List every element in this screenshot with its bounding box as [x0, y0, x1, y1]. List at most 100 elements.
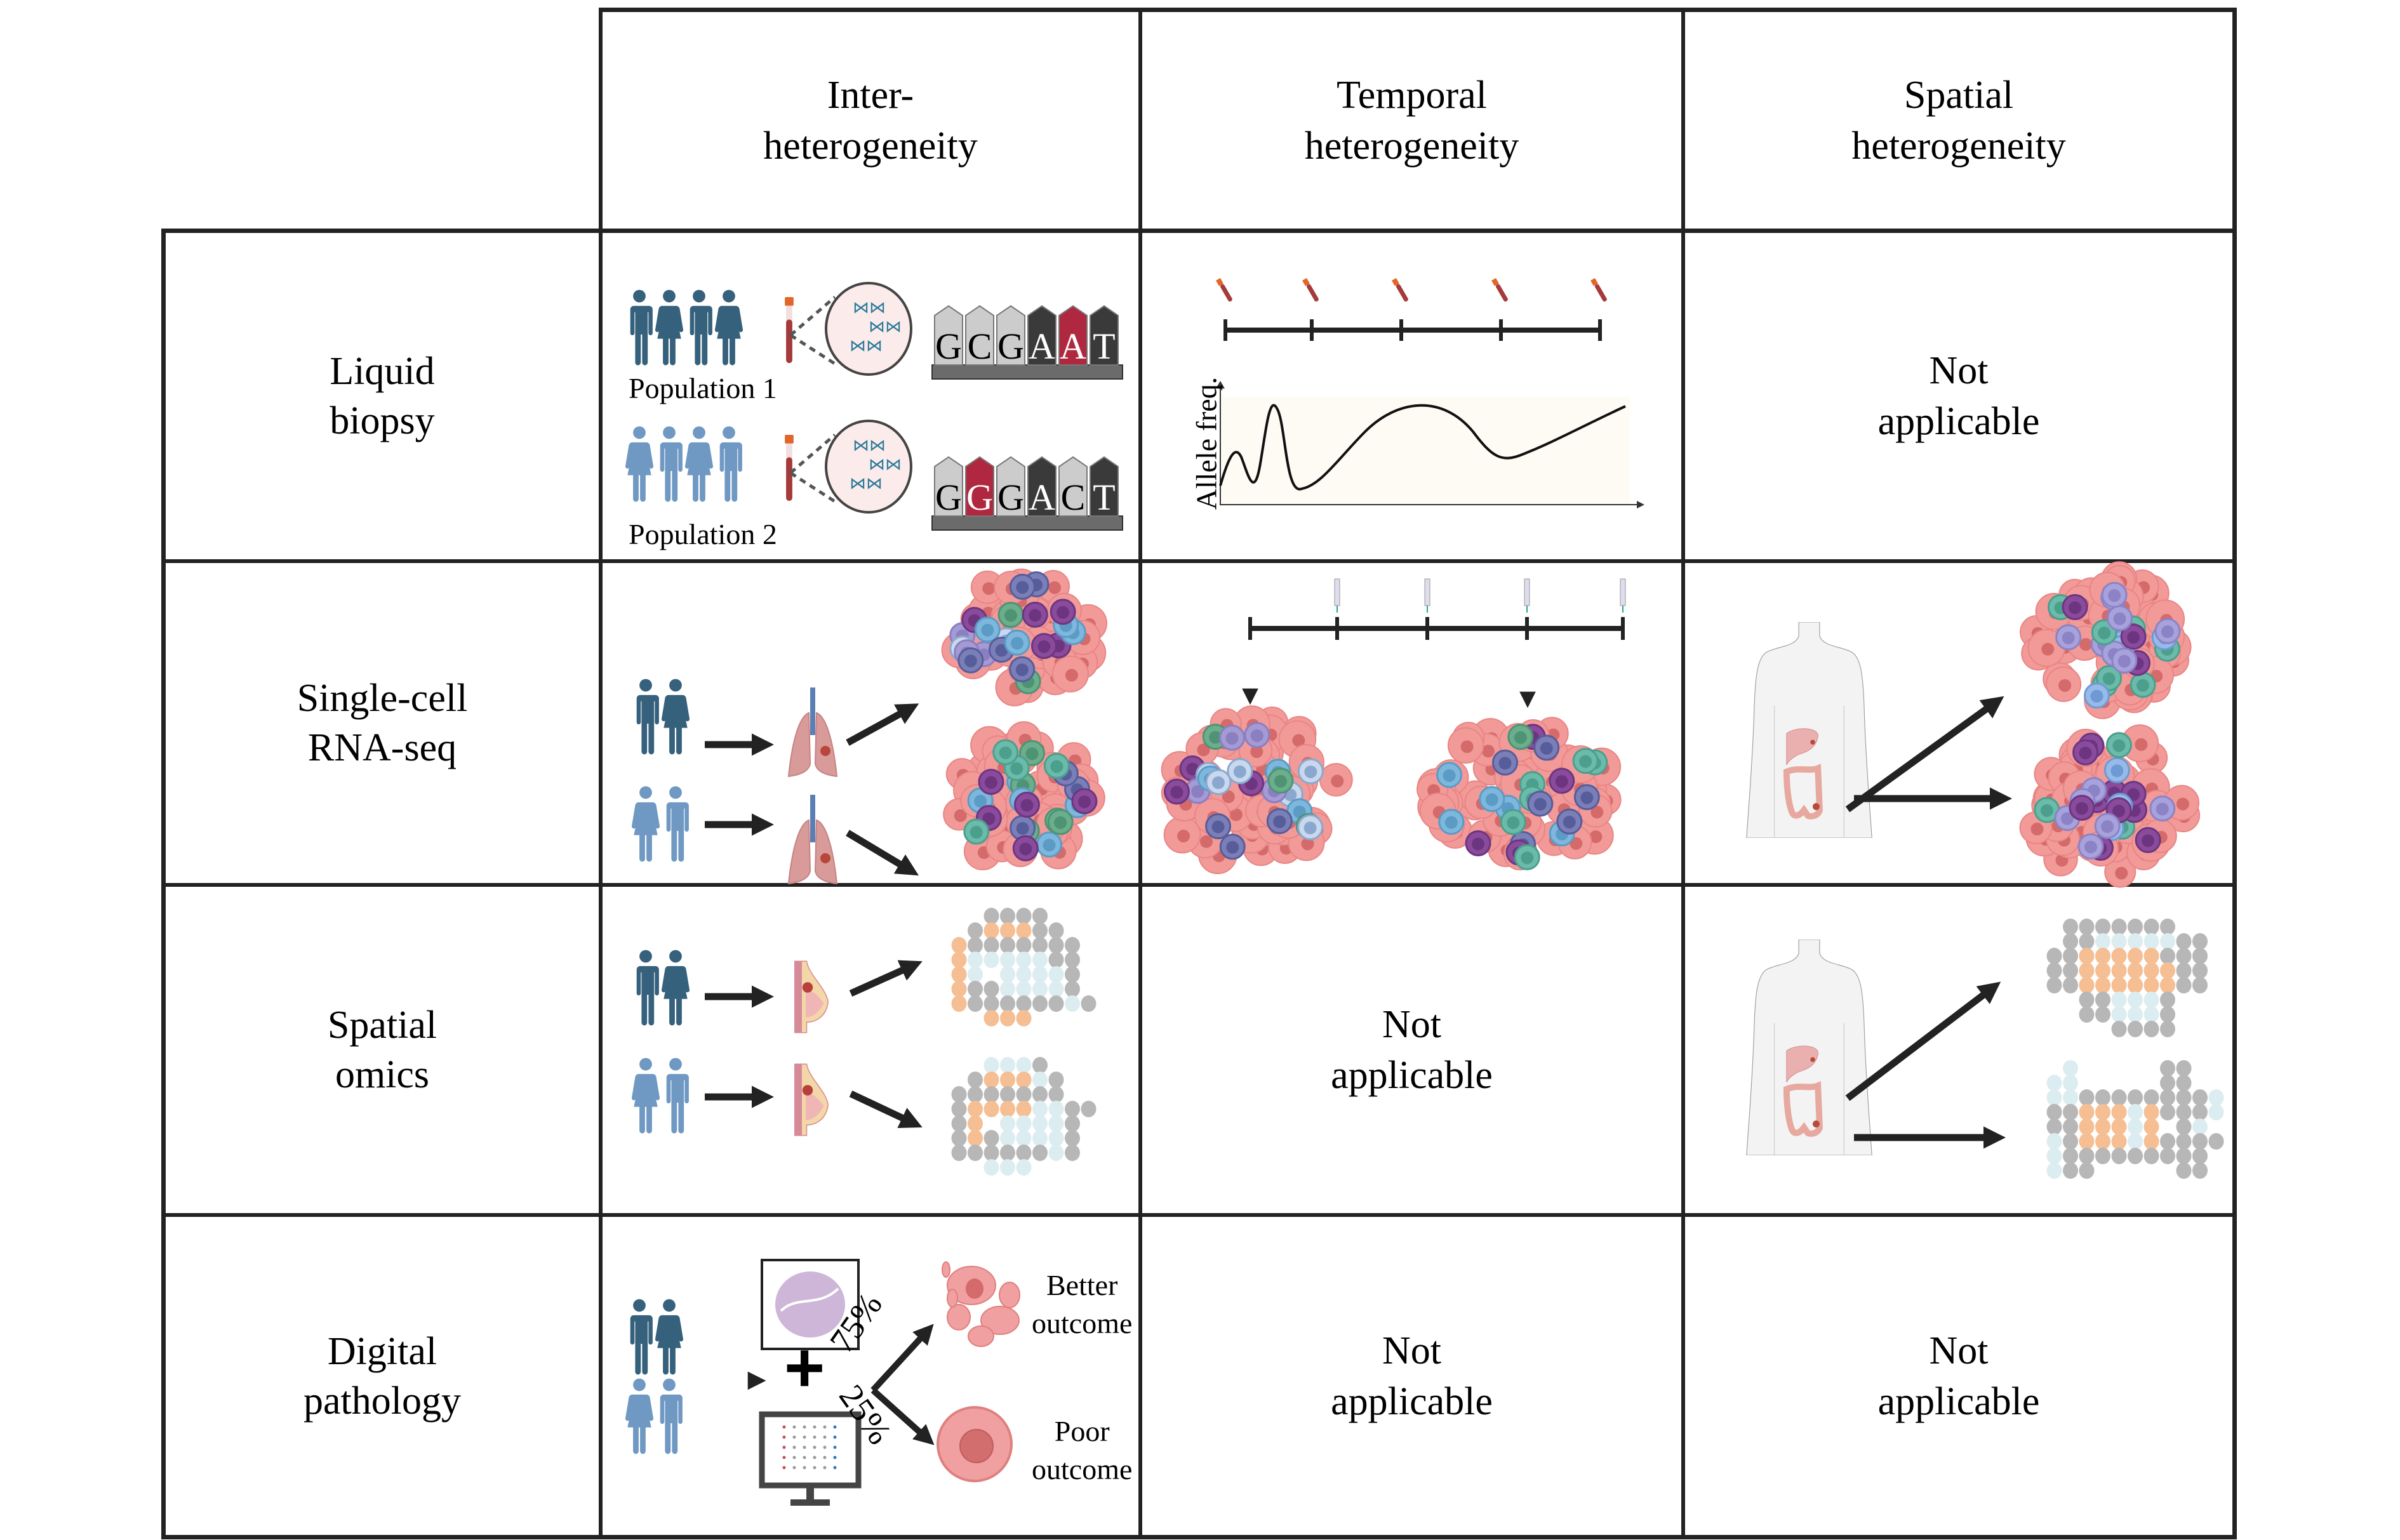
spatial-spot — [2192, 933, 2208, 950]
spatial-spot — [2063, 1089, 2078, 1106]
spatial-spot — [951, 981, 967, 997]
cell-fragment — [947, 1304, 971, 1331]
spatial-spot — [951, 1130, 967, 1146]
spatial-spot — [1048, 922, 1064, 939]
blood-tube-icon — [1302, 278, 1319, 302]
immune-cell-nucleus — [995, 644, 1008, 657]
neural-net-node — [792, 1435, 796, 1439]
immune-cell-nucleus — [1507, 816, 1520, 830]
cell-cluster — [2019, 724, 2201, 888]
spatial-spot — [2079, 1006, 2095, 1023]
spatial-spot — [1000, 952, 1015, 968]
person-female-icon — [715, 289, 743, 366]
cell-cluster — [1417, 717, 1622, 871]
syringe-icon — [1424, 578, 1430, 606]
spatial-spot — [2192, 1118, 2208, 1135]
spatial-spot — [968, 922, 983, 939]
spatial-spot — [968, 1130, 983, 1146]
cell-cluster — [1161, 705, 1353, 875]
spatial-spot — [2143, 919, 2159, 935]
neural-net-node — [813, 1435, 817, 1439]
immune-cell-nucleus — [1054, 816, 1067, 829]
spatial-spot — [2143, 1104, 2159, 1120]
blood-tube-icon — [1216, 278, 1232, 302]
spatial-spot — [1016, 1159, 1032, 1176]
spatial-spot — [2063, 948, 2078, 964]
spatial-spot — [1000, 1130, 1015, 1146]
immune-cell-nucleus — [1004, 609, 1017, 622]
spatial-spot — [2176, 1133, 2192, 1150]
nucleotide-letter: G — [966, 477, 993, 518]
spatial-spot — [2128, 1021, 2143, 1037]
spatial-spot — [2063, 962, 2078, 979]
neural-net-node — [792, 1445, 796, 1449]
spatial-spot — [1016, 1130, 1032, 1146]
immune-cell-nucleus — [2142, 834, 2155, 847]
poor-outcome-label: Poor outcome — [1032, 1412, 1132, 1489]
table-border-right — [2232, 8, 2237, 1539]
tube-cap — [1392, 278, 1399, 286]
na-line2: applicable — [1877, 1379, 2040, 1423]
spatial-spot — [2143, 992, 2159, 1008]
immune-cell-nucleus — [1563, 816, 1576, 829]
spatial-spot — [2111, 962, 2127, 979]
tumor-cell-nucleus — [1200, 835, 1213, 848]
spatial-spot — [2095, 1118, 2110, 1135]
nucleotide-block — [1027, 456, 1057, 517]
spatial-spot — [2128, 1148, 2143, 1164]
column-header-line2: heterogeneity — [1304, 124, 1519, 168]
spatial-spot — [2095, 919, 2110, 935]
neural-net-node — [803, 1466, 806, 1470]
tumor-cell-nucleus — [2115, 866, 2128, 880]
plus-sign: + — [784, 1329, 825, 1407]
person-male-icon — [636, 679, 659, 755]
immune-cell-nucleus — [2040, 804, 2053, 817]
spatial-spot — [968, 1145, 983, 1161]
immune-cell-nucleus — [1211, 776, 1225, 790]
spatial-spot-grid — [951, 1057, 1097, 1176]
nucleotide-block — [934, 456, 963, 517]
spatial-spot — [1000, 1086, 1015, 1103]
neural-net-node — [833, 1425, 837, 1429]
neural-net-node — [833, 1456, 837, 1459]
syringe-icon — [1524, 578, 1530, 606]
spatial-spot — [2192, 1162, 2208, 1179]
spatial-spot — [2095, 1006, 2110, 1023]
spatial-spot — [2208, 1089, 2224, 1106]
spatial-spot — [1032, 1130, 1048, 1146]
spatial-spot — [2095, 933, 2110, 950]
row-label-line2: biopsy — [330, 399, 435, 442]
neural-net-node — [782, 1425, 786, 1429]
dna-icon: ⋈⋈ — [853, 436, 886, 455]
row-label-line1: Digital — [327, 1329, 437, 1373]
column-header-line2: heterogeneity — [763, 124, 978, 168]
arrow-up-right — [1845, 981, 2001, 1101]
spatial-spot — [1065, 937, 1080, 953]
spatial-spot — [2176, 962, 2192, 979]
immune-cell-nucleus — [2079, 747, 2092, 760]
plot-axes — [1220, 384, 1641, 505]
neural-net-node — [792, 1466, 796, 1470]
column-header-line1: Inter- — [827, 73, 914, 117]
spatial-spot — [2143, 977, 2159, 993]
spatial-spot — [2095, 948, 2110, 964]
na-line2: applicable — [1331, 1054, 1493, 1097]
neural-net-node — [782, 1435, 786, 1439]
spatial-spot — [2160, 933, 2175, 950]
spatial-spot — [1032, 937, 1048, 953]
human-body-icon — [1747, 939, 1872, 1155]
dna-icon: ⋈⋈ — [850, 336, 883, 355]
spatial-spot — [1065, 1145, 1080, 1161]
nucleotide-letter: G — [935, 326, 962, 367]
immune-cell-nucleus — [2069, 601, 2082, 614]
spatial-spot — [1048, 981, 1064, 997]
immune-cell-nucleus — [2098, 627, 2111, 640]
neural-net-node — [823, 1445, 827, 1449]
spatial-spot — [1032, 1115, 1048, 1132]
immune-cell-nucleus — [1043, 839, 1056, 852]
tumor-cell-nucleus — [982, 582, 996, 595]
